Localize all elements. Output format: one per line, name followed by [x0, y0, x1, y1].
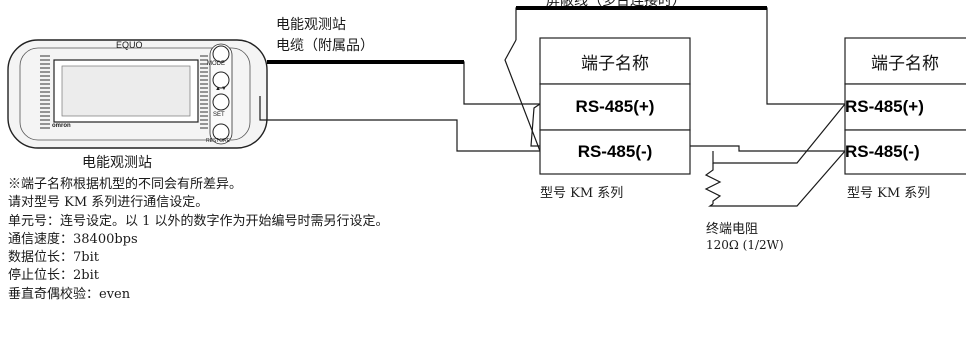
wire-block1-minus-to-block2-minus: [504, 39, 541, 152]
block2-model: 型号 KM 系列: [847, 186, 931, 201]
block2-rs485-plus: RS-485(+): [845, 97, 924, 116]
cable-label-line2: 电缆（附属品）: [276, 38, 374, 54]
terminal-block-2: [844, 37, 966, 175]
note-line: 单元号：连号设定。以 1 以外的数字作为开始编号时需另行设定。: [8, 213, 389, 229]
terminator-label: 终端电阻: [706, 222, 759, 237]
wire-minus-to-block1: [259, 96, 540, 152]
terminator-resistor-zigzag: [704, 163, 722, 204]
note-line: 数据位长：7bit: [8, 250, 99, 266]
restore-button[interactable]: RESTORE: [206, 138, 231, 144]
terminator-value: 120Ω (1/2W): [706, 238, 784, 252]
cable-label-line1: 电能观测站: [276, 17, 346, 33]
block2-rs485-minus: RS-485(-): [845, 142, 920, 161]
block2-header: 端子名称: [871, 53, 939, 74]
note-line: 垂直奇偶校验：even: [8, 286, 131, 302]
block1-model: 型号 KM 系列: [540, 186, 624, 201]
block1-rs485-minus: RS-485(-): [577, 142, 653, 161]
wire-terminator-top: [712, 103, 846, 164]
mode-button[interactable]: MODE: [207, 61, 225, 67]
device-caption: 电能观测站: [82, 155, 152, 171]
device-illustration: [7, 39, 268, 149]
note-line: 停止位长：2bit: [8, 268, 99, 284]
note-line: 通信速度：38400bps: [8, 231, 138, 247]
set-button[interactable]: SET: [213, 112, 225, 118]
device-logo: omron: [52, 123, 71, 129]
updown-button[interactable]: ▲▼: [215, 86, 227, 92]
terminal-block-1: [539, 37, 691, 175]
shield-wire-label: 屏蔽线（多台连接时）: [546, 0, 686, 9]
notes-list: ※端子名称根据机型的不同会有所差异。 请对型号 KM 系列进行通信设定。 单元号…: [8, 176, 389, 304]
wire-plus-to-block1: [267, 61, 540, 105]
block1-header: 端子名称: [581, 53, 649, 74]
device-brand-label: EQUO: [116, 40, 143, 50]
wire-terminator-bottom: [708, 150, 846, 207]
block1-rs485-plus: RS-485(+): [575, 97, 655, 116]
note-line: ※端子名称根据机型的不同会有所差异。: [8, 177, 243, 192]
note-line: 请对型号 KM 系列进行通信设定。: [8, 195, 209, 211]
